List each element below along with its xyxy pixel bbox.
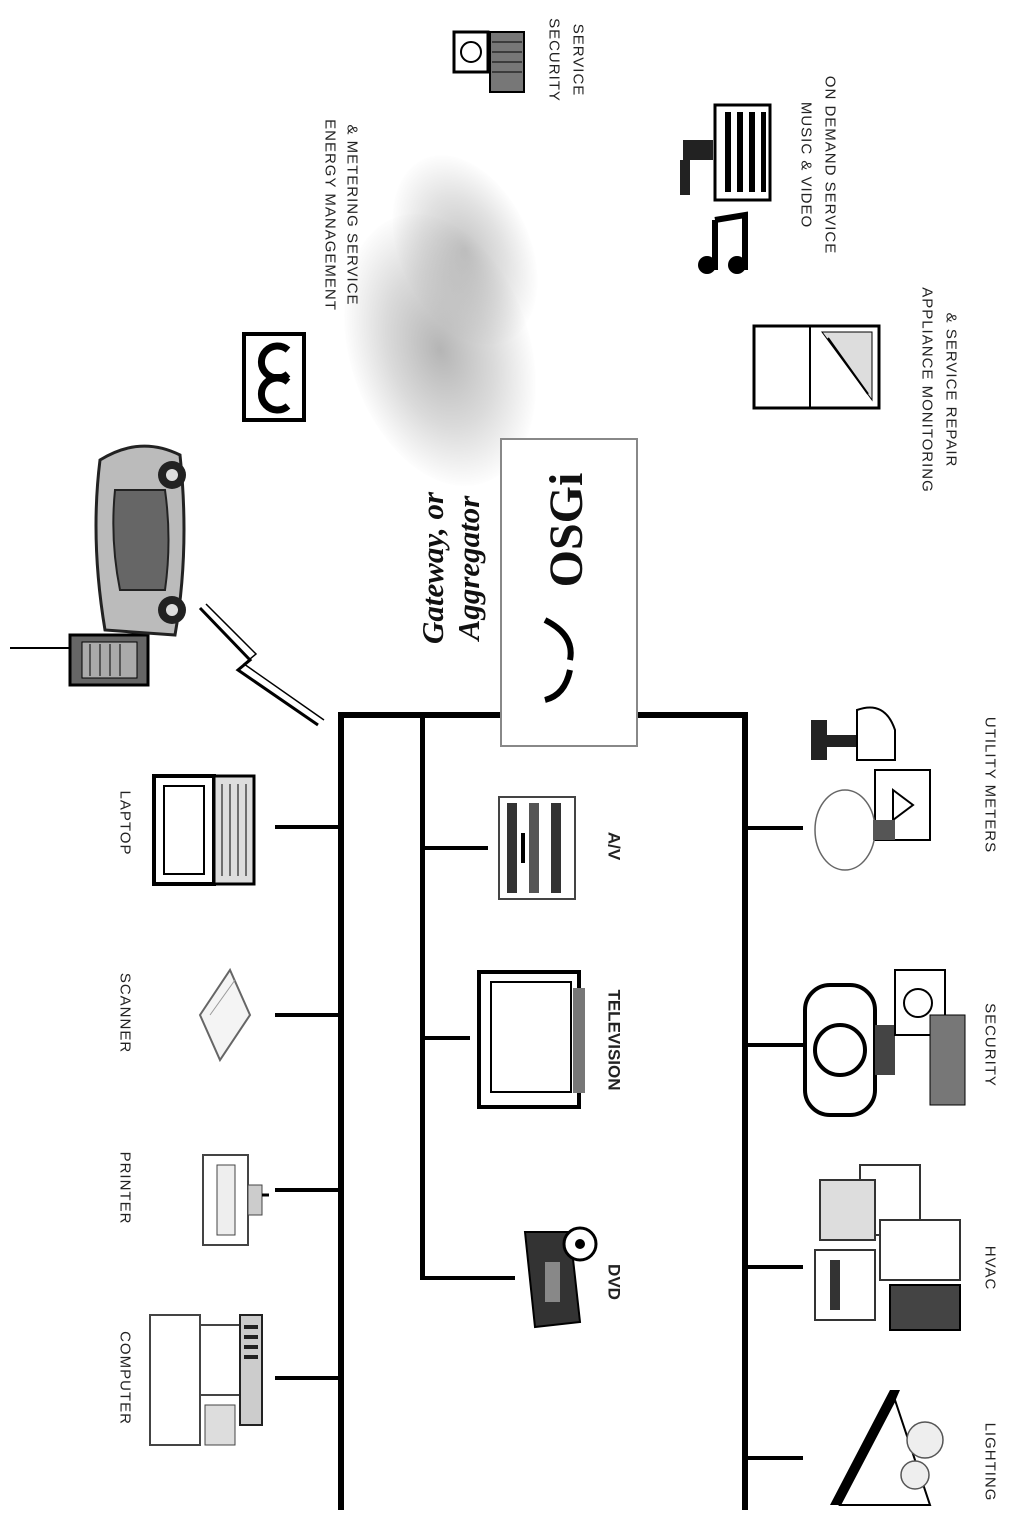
device-label-security: SECURITY — [981, 1003, 999, 1087]
av-receiver-icon — [498, 796, 576, 900]
gateway-label-line1: Gateway, or — [415, 491, 450, 645]
meter-icon — [242, 332, 306, 422]
branch-laptop — [275, 825, 341, 829]
media-bus-line — [420, 712, 425, 1280]
laptop-icon — [152, 774, 256, 886]
appliance-service-label-line2: & SERVICE REPAIR — [942, 312, 960, 468]
device-label-hvac: HVAC — [981, 1245, 999, 1291]
branch-printer — [275, 1188, 341, 1192]
osgi-logo-swoosh-icon — [543, 617, 574, 703]
appliance-service-label-line1: APPLIANCE MONITORING — [918, 287, 936, 493]
device-label-printer: PRINTER — [116, 1151, 134, 1225]
music-service-label-line1: MUSIC & VIDEO — [797, 101, 815, 229]
branch-scanner — [275, 1013, 341, 1017]
security-camera-icon — [803, 969, 966, 1117]
music-service-label-line2: ON DEMAND SERVICE — [821, 75, 839, 255]
branch-television — [420, 1036, 470, 1040]
dvd-player-icon — [523, 1226, 598, 1329]
car-icon — [94, 444, 186, 637]
device-label-television: TELEVISION — [604, 989, 624, 1091]
device-label-lighting: LIGHTING — [981, 1422, 999, 1502]
energy-service-label-line1: ENERGY MANAGEMENT — [321, 119, 339, 311]
gateway-label-line2: Aggregator — [451, 495, 486, 641]
music-video-icon — [680, 103, 772, 274]
device-label-laptop: LAPTOP — [116, 790, 134, 856]
device-label-av: A/V — [604, 831, 624, 861]
branch-av — [420, 846, 488, 850]
security-service-label-line2: SERVICE — [569, 23, 587, 97]
branch-security — [745, 1043, 803, 1047]
computer-icon — [149, 1314, 263, 1446]
branch-hvac — [745, 1265, 803, 1269]
branch-utility-meters — [745, 826, 803, 830]
television-icon — [477, 970, 585, 1109]
security-service-icon — [452, 30, 525, 93]
scanner-icon — [198, 967, 252, 1063]
mobile-device-icon — [10, 633, 150, 687]
wireless-link-icon — [198, 603, 325, 727]
energy-service-label-line2: & METERING SERVICE — [343, 124, 361, 306]
osgi-logo-text: OSGi — [540, 472, 593, 588]
branch-lighting — [745, 1456, 803, 1460]
branch-computer — [275, 1376, 341, 1380]
device-label-computer: COMPUTER — [116, 1331, 134, 1425]
device-label-scanner: SCANNER — [116, 972, 134, 1054]
right-bus-line — [742, 712, 748, 1510]
printer-icon — [202, 1154, 269, 1246]
branch-dvd — [420, 1276, 515, 1280]
appliance-icon — [752, 324, 881, 410]
osgi-gateway-box — [500, 438, 638, 747]
security-service-label-line1: SECURITY — [545, 18, 563, 102]
lighting-icon — [830, 1390, 944, 1506]
device-label-dvd: DVD — [604, 1264, 624, 1300]
left-bus-line — [338, 712, 344, 1510]
utility-meters-icon — [811, 706, 931, 871]
hvac-icon — [814, 1164, 961, 1331]
device-label-utility-meters: UTILITY METERS — [981, 716, 999, 854]
